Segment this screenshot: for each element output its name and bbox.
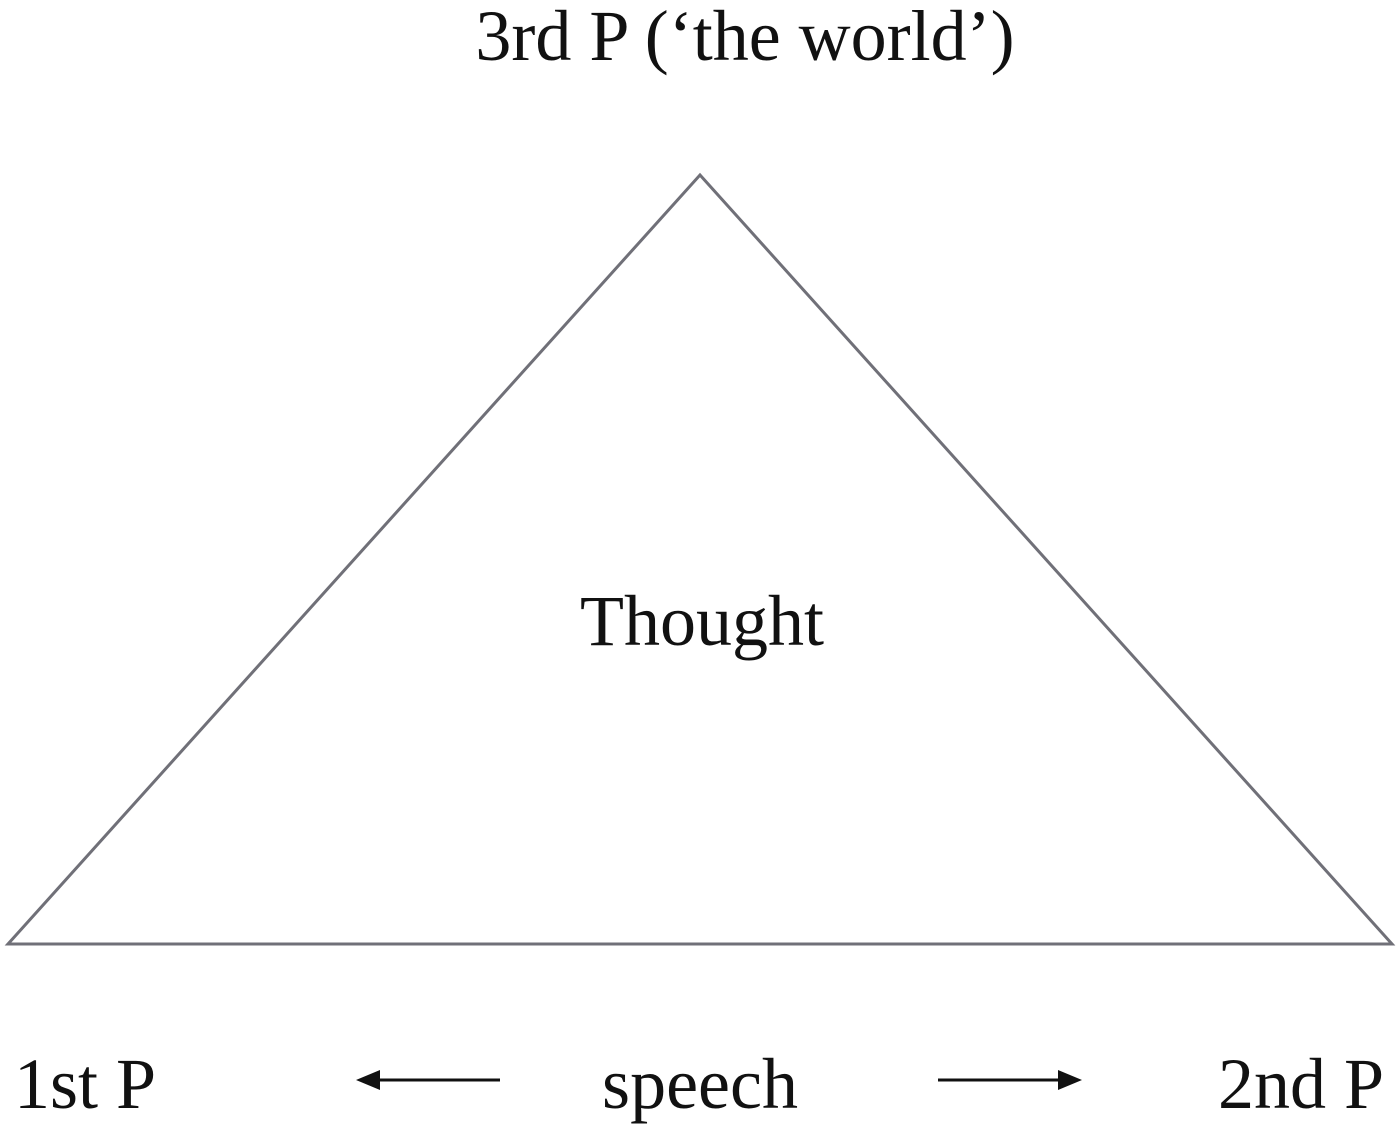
thought-triangle bbox=[4, 172, 1396, 946]
first-person-label: 1st P bbox=[14, 1044, 157, 1124]
second-person-label: 2nd P bbox=[1217, 1044, 1384, 1124]
third-person-label: 3rd P (‘the world’) bbox=[475, 0, 1015, 76]
left-arrow bbox=[356, 1070, 500, 1090]
thought-label: Thought bbox=[580, 581, 824, 661]
speech-label: speech bbox=[602, 1044, 798, 1124]
right-arrow bbox=[938, 1070, 1082, 1090]
